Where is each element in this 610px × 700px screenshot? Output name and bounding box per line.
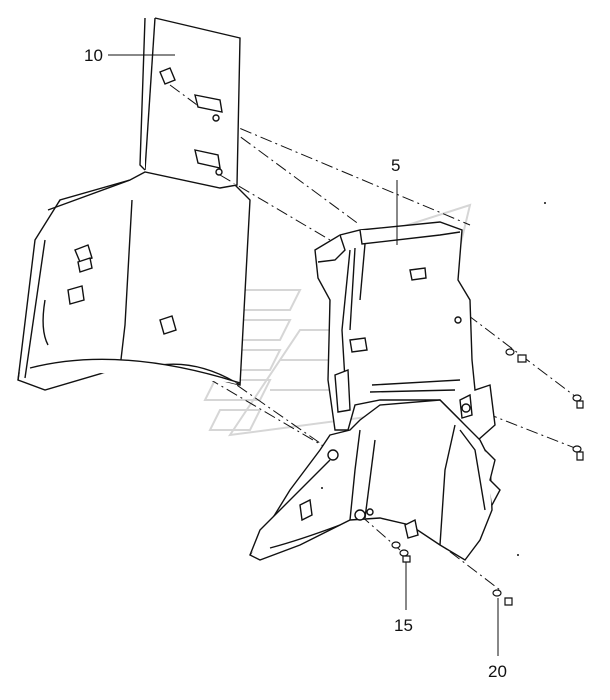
part-5-inner-cover bbox=[314, 221, 496, 441]
fastener-15 bbox=[391, 541, 411, 563]
callout-part-15: 15 bbox=[394, 616, 413, 635]
fastener-a bbox=[505, 348, 527, 363]
part-10-cover-panel bbox=[17, 17, 251, 391]
stray-dots bbox=[321, 202, 546, 556]
callout-part-5: 5 bbox=[391, 156, 401, 175]
fastener-c bbox=[572, 445, 584, 461]
fastener-b bbox=[572, 394, 584, 409]
lower-inner-cover bbox=[249, 399, 501, 561]
fasteners bbox=[391, 348, 584, 606]
callout-part-10: 10 bbox=[84, 46, 103, 65]
fastener-20 bbox=[492, 589, 513, 606]
callout-part-20: 20 bbox=[488, 662, 507, 681]
leader-lines bbox=[108, 54, 499, 656]
